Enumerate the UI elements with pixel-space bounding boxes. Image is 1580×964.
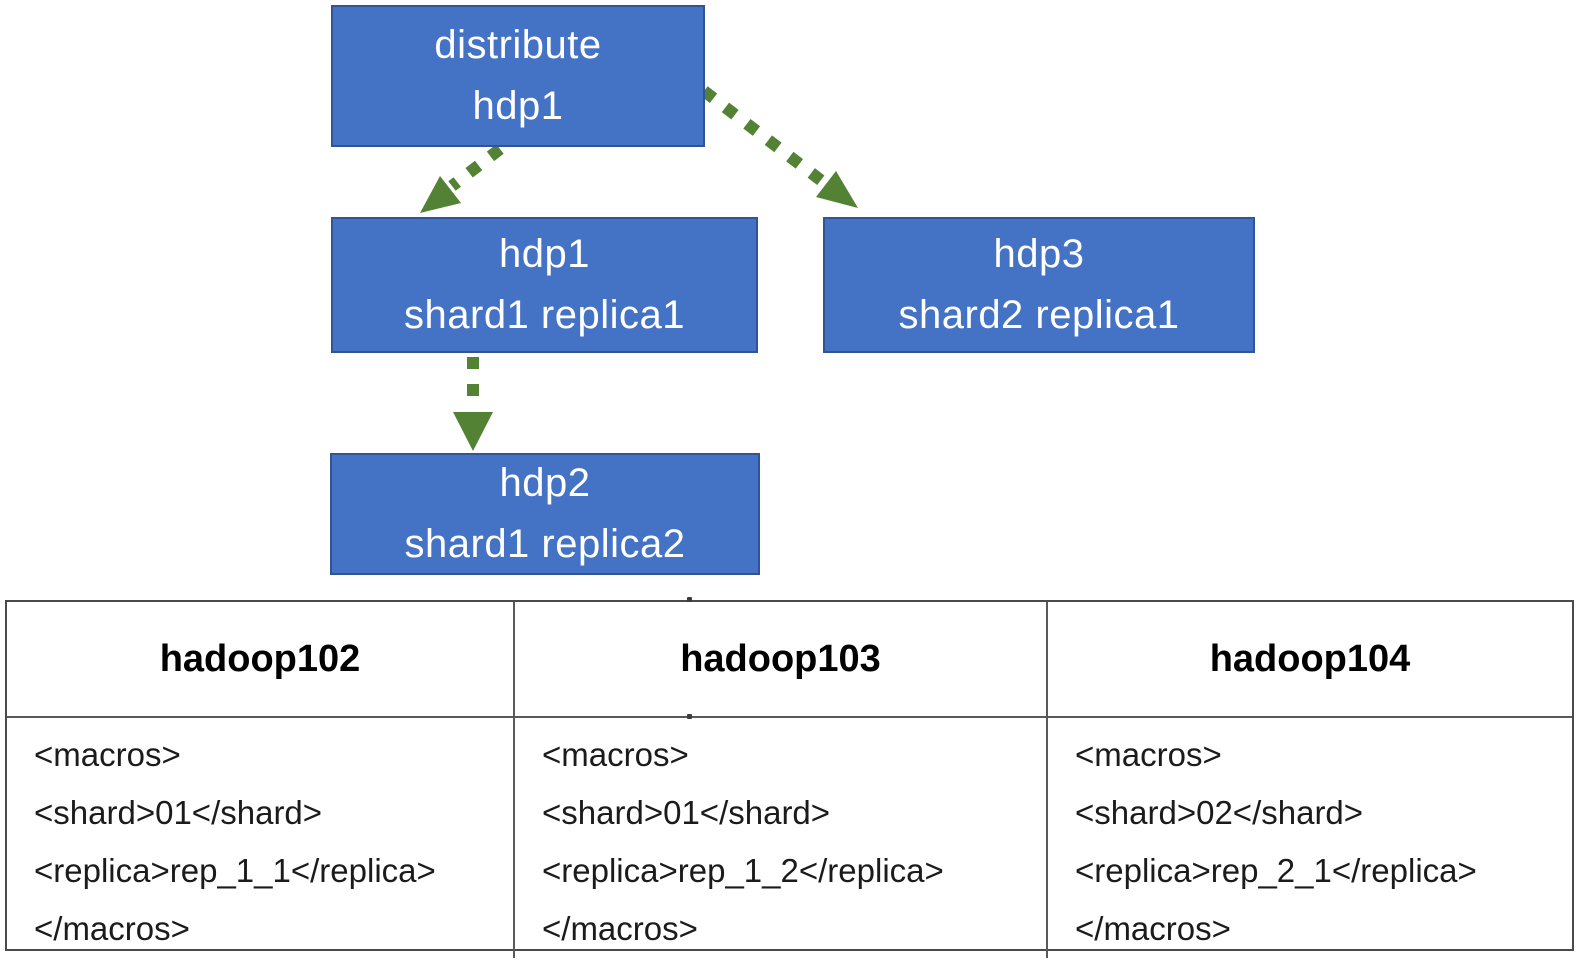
arrow-distribute-to-hdp3 <box>700 86 858 208</box>
node-label-line: hdp2 <box>499 461 591 505</box>
config-line: <shard>01</shard> <box>34 794 323 831</box>
node-label-line: shard1 replica1 <box>404 293 685 337</box>
node-distribute-hdp1: distribute hdp1 <box>331 5 705 147</box>
node-hdp2-shard1-replica2: hdp2 shard1 replica2 <box>330 453 760 575</box>
arrow-distribute-to-hdp1 <box>420 144 504 213</box>
node-label-line: hdp1 <box>499 232 590 276</box>
macros-config-table: hadoop102 hadoop103 hadoop104 <macros> <… <box>5 600 1574 958</box>
config-line: <shard>02</shard> <box>1075 794 1364 831</box>
arrow-hdp1-to-hdp2 <box>453 357 493 451</box>
config-line: <replica>rep_1_1</replica> <box>34 852 436 889</box>
config-line: <macros> <box>34 736 181 773</box>
table-header-hadoop102: hadoop102 <box>7 602 515 718</box>
config-line: <macros> <box>542 736 689 773</box>
config-line: </macros> <box>542 910 698 947</box>
config-line: </macros> <box>1075 910 1231 947</box>
table-header-hadoop103: hadoop103 <box>515 602 1048 718</box>
table-cell-hadoop104-macros: <macros> <shard>02</shard> <replica>rep_… <box>1048 718 1572 958</box>
config-line: </macros> <box>34 910 190 947</box>
node-label-line: distribute <box>434 23 602 67</box>
node-label-line: hdp3 <box>993 232 1085 276</box>
config-line: <replica>rep_2_1</replica> <box>1075 852 1477 889</box>
node-label-line: shard1 replica2 <box>404 522 686 566</box>
config-line: <macros> <box>1075 736 1222 773</box>
table-border-tick <box>687 597 692 602</box>
node-label-line: shard2 replica1 <box>898 293 1180 337</box>
node-hdp1-shard1-replica1: hdp1 shard1 replica1 <box>331 217 758 353</box>
config-line: <shard>01</shard> <box>542 794 831 831</box>
node-label-line: hdp1 <box>472 84 564 128</box>
node-hdp3-shard2-replica1: hdp3 shard2 replica1 <box>823 217 1255 353</box>
table-header-hadoop104: hadoop104 <box>1048 602 1572 718</box>
config-line: <replica>rep_1_2</replica> <box>542 852 944 889</box>
table-cell-hadoop103-macros: <macros> <shard>01</shard> <replica>rep_… <box>515 718 1048 958</box>
table-border-tick <box>687 714 692 719</box>
table-cell-hadoop102-macros: <macros> <shard>01</shard> <replica>rep_… <box>7 718 515 958</box>
